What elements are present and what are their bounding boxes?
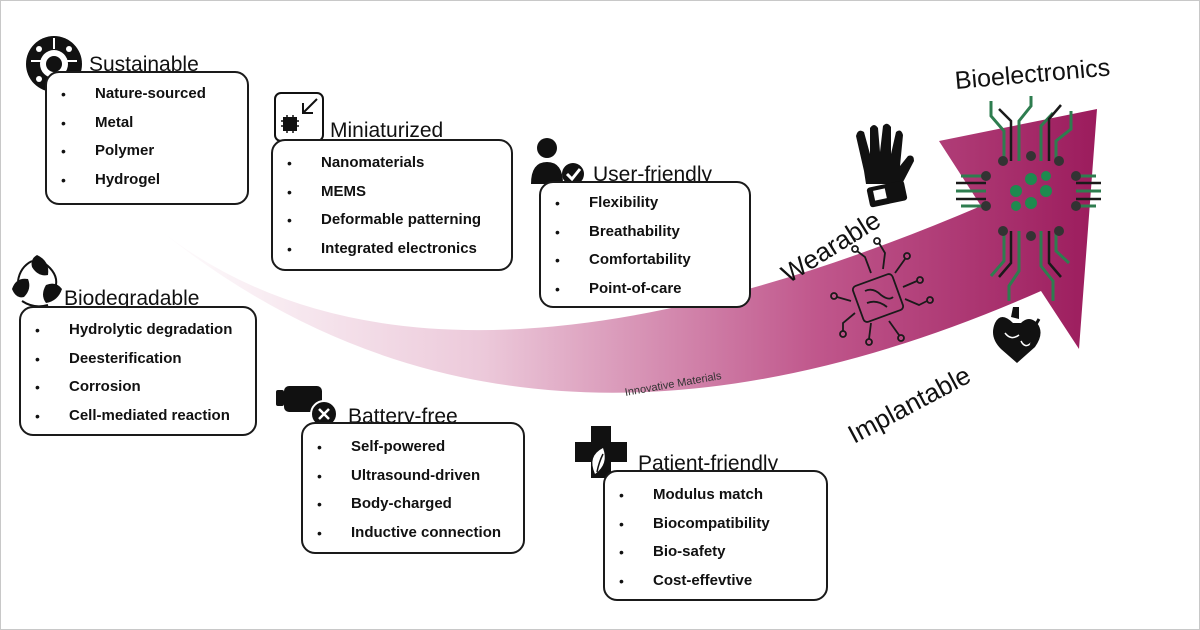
user-check-icon: [531, 138, 584, 185]
group-list-box: Nanomaterials MEMS Deformable patterning…: [271, 139, 513, 271]
neural-chip-icon: [830, 237, 934, 346]
group-list-box: Flexibility Breathability Comfortability…: [539, 181, 751, 308]
group-title: Biodegradable: [64, 287, 200, 310]
arrow-body: [161, 109, 1097, 393]
battery-x-icon: [276, 386, 338, 428]
list-item: Point-of-care: [541, 275, 749, 304]
list-item: Cost-effevtive: [605, 567, 826, 596]
group-list-box: Hydrolytic degradation Deesterification …: [19, 306, 257, 436]
list-item: Ultrasound-driven: [303, 462, 523, 491]
list-item: Modulus match: [605, 481, 826, 510]
list-item: Corrosion: [21, 373, 255, 402]
list-item: Integrated electronics: [273, 235, 511, 264]
list-item: Inductive connection: [303, 519, 523, 548]
list-item: Biocompatibility: [605, 510, 826, 539]
list-item: Hydrolytic degradation: [21, 316, 255, 345]
list-item: Hydrogel: [47, 166, 247, 195]
list-item: Polymer: [47, 137, 247, 166]
glove-icon: [856, 123, 914, 208]
list-item: Flexibility: [541, 189, 749, 218]
group-list-box: Self-powered Ultrasound-driven Body-char…: [301, 422, 525, 554]
list-item: Nanomaterials: [273, 149, 511, 178]
list-item: Comfortability: [541, 246, 749, 275]
list-item: Self-powered: [303, 433, 523, 462]
group-title: Sustainable: [89, 53, 199, 76]
list-item: Body-charged: [303, 490, 523, 519]
circuit-chip-icon: [956, 96, 1101, 301]
chip-shrink-icon: [274, 92, 324, 142]
list-item: Deformable patterning: [273, 206, 511, 235]
heart-icon: [993, 307, 1041, 363]
list-item: Breathability: [541, 218, 749, 247]
medical-cross-leaf-icon: [575, 426, 627, 478]
leaf-recycle-icon: [12, 255, 62, 308]
list-item: Deesterification: [21, 345, 255, 374]
group-list-box: Nature-sourced Metal Polymer Hydrogel: [45, 71, 249, 205]
list-item: Nature-sourced: [47, 80, 247, 109]
group-title: Miniaturized: [330, 119, 444, 142]
group-list-box: Modulus match Biocompatibility Bio-safet…: [603, 470, 828, 601]
list-item: Metal: [47, 109, 247, 138]
group-title: Patient-friendly: [638, 452, 779, 475]
list-item: MEMS: [273, 178, 511, 207]
group-title: User-friendly: [593, 163, 713, 186]
list-item: Bio-safety: [605, 538, 826, 567]
list-item: Cell-mediated reaction: [21, 402, 255, 431]
